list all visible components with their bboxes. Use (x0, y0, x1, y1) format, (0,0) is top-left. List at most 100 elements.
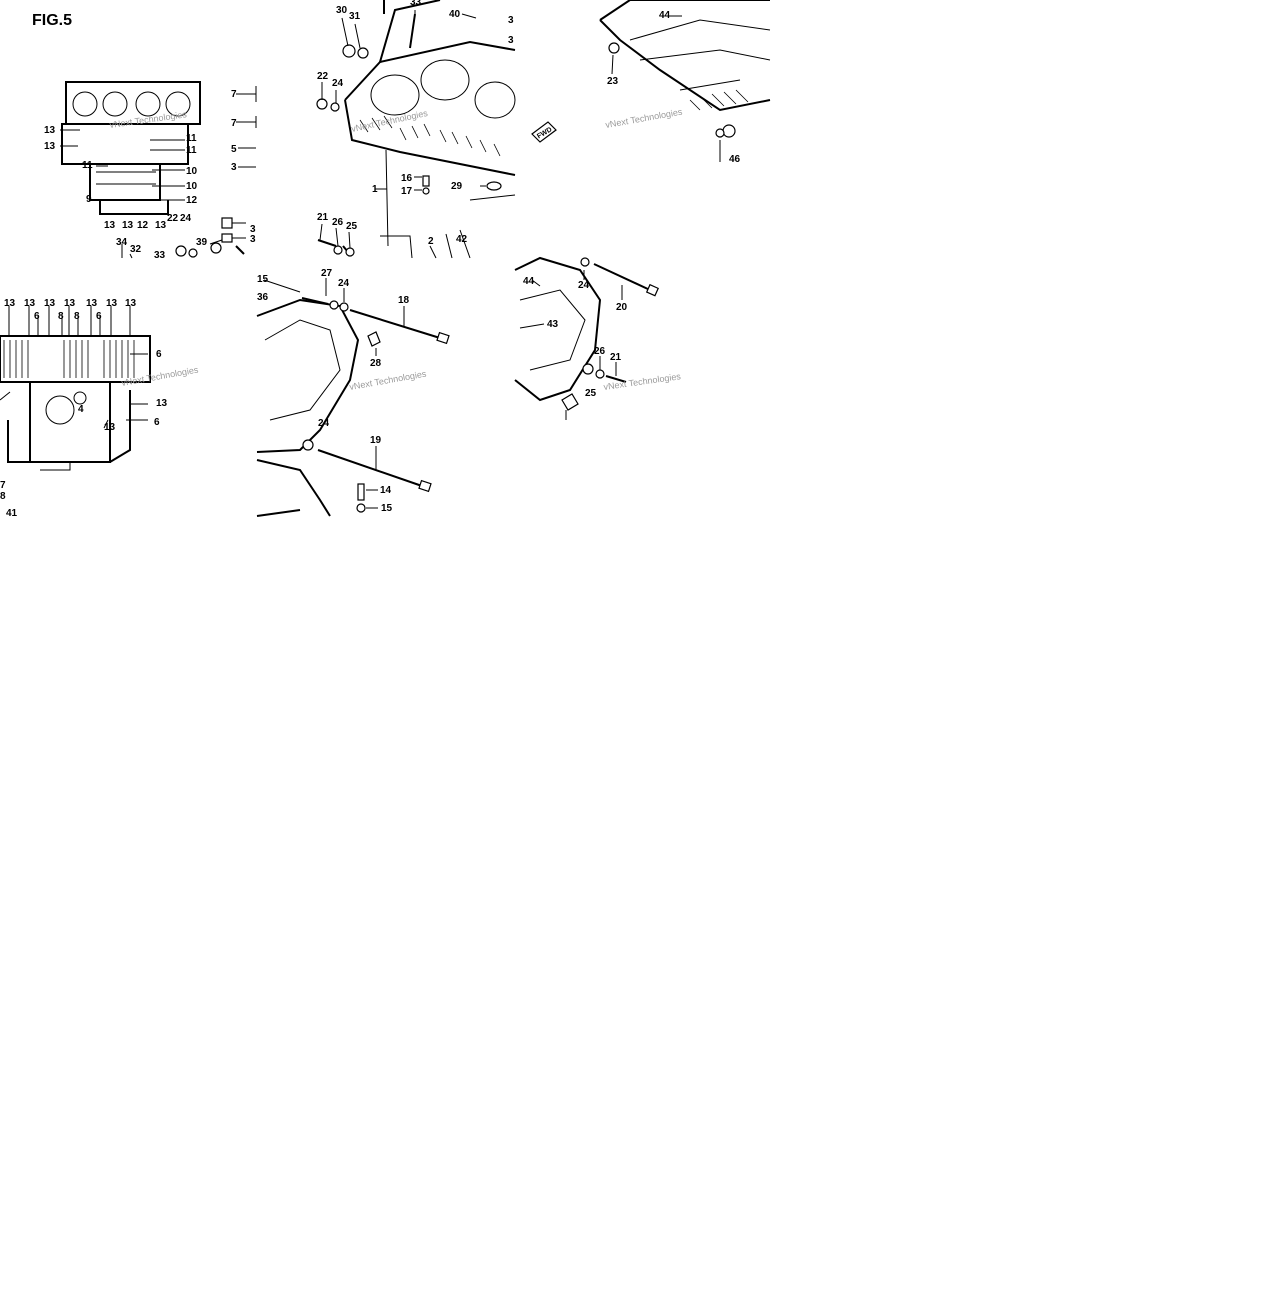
callout-label: 40 (449, 9, 461, 20)
callout-label: 15 (257, 274, 269, 285)
callout-label: 43 (547, 319, 559, 330)
callout-label: 13 (106, 298, 118, 309)
callout-label: 15 (381, 503, 393, 514)
callout-label: 17 (401, 186, 413, 197)
front-direction-arrow-icon (531, 121, 557, 143)
callout-label: 18 (398, 295, 410, 306)
callout-label: 42 (456, 234, 468, 245)
crankcase-upper (61, 123, 189, 165)
callout-label: 13 (44, 141, 56, 152)
callout-label: 21 (317, 212, 329, 223)
callout-label: 41 (6, 508, 18, 519)
callout-label: 8 (74, 311, 80, 322)
watermark-text: vNext Technologies (349, 369, 428, 392)
callout-label: 4 (78, 404, 84, 415)
callout-label: 13 (155, 220, 167, 231)
callout-label: 11 (82, 160, 93, 171)
callout-label: 33 (410, 0, 422, 8)
callout-label: 22 (317, 71, 329, 82)
callout-label: 12 (186, 195, 198, 206)
callout-label: 11 (186, 133, 197, 144)
crankcase-right-outline (514, 256, 602, 402)
crankcase-bolt-19 (317, 449, 423, 487)
callout-label: 26 (594, 346, 606, 357)
callout-label: 10 (186, 166, 198, 177)
callout-label: 34 (116, 237, 128, 248)
panel-top-right-callouts: 44 23 46 (607, 10, 741, 165)
panel-top-left-engine-front-view (60, 81, 257, 259)
callout-label: 1 (372, 184, 378, 195)
callout-label: 13 (64, 298, 76, 309)
callout-label: 24 (338, 278, 350, 289)
crankcase-lower-outline (599, 0, 771, 112)
callout-label: 22 (167, 213, 179, 224)
callout-label: 10 (186, 181, 198, 192)
panel-bottom-left-engine-side-view (0, 306, 151, 471)
crankcase-top-edge (344, 40, 516, 101)
crankcase-side-cover (29, 381, 111, 463)
callout-label: 7 (0, 480, 6, 491)
callout-label: 44 (659, 10, 671, 21)
oil-pan (89, 164, 161, 201)
crankcase-bolt-20 (593, 263, 651, 291)
callout-label: 29 (451, 181, 463, 192)
watermark-text: vNext Technologies (109, 109, 188, 130)
panel-top-right-crankcase-lower (531, 0, 771, 162)
callout-label: 25 (585, 388, 597, 399)
callout-label: 39 (196, 237, 208, 248)
callout-label: 13 (122, 220, 134, 231)
callout-label: 46 (729, 154, 741, 165)
callout-label: 3 (508, 35, 514, 46)
callout-label: 11 (186, 145, 197, 156)
callout-label: 6 (156, 349, 162, 360)
callout-label: 13 (4, 298, 16, 309)
callout-label: 8 (0, 491, 6, 502)
watermark-text: vNext Technologies (350, 108, 429, 134)
callout-label: 25 (346, 221, 358, 232)
callout-label: 5 (231, 144, 237, 155)
crankcase-bolt-18 (349, 309, 441, 339)
watermark-text: vNext Technologies (605, 107, 684, 130)
callout-label: 31 (349, 11, 361, 22)
callout-label: 12 (137, 220, 149, 231)
callout-label: 9 (86, 194, 92, 205)
callout-label: 13 (156, 398, 168, 409)
callout-label: 6 (34, 311, 40, 322)
callout-label: 7 (231, 118, 237, 129)
callout-label: 3 (231, 162, 237, 173)
callout-label: 13 (104, 422, 116, 433)
callout-label: 23 (607, 76, 619, 87)
callout-label: 28 (370, 358, 382, 369)
callout-label: 13 (24, 298, 36, 309)
callout-label: 32 (130, 244, 142, 255)
callout-label: 8 (58, 311, 64, 322)
callout-label: 21 (610, 352, 622, 363)
watermark-text: vNext Technologies (121, 365, 200, 388)
callout-label: 30 (336, 5, 348, 16)
callout-label: 24 (180, 213, 192, 224)
panel-top-center-crankcase-iso (316, 0, 516, 259)
callout-label: 13 (86, 298, 98, 309)
callout-label: 19 (370, 435, 382, 446)
callout-label: 2 (428, 236, 434, 247)
panel-bottom-center-crankcase-bolts (256, 278, 450, 517)
figure-title: FIG.5 (32, 12, 72, 29)
callout-label: 33 (154, 250, 166, 261)
callout-label: 36 (257, 292, 269, 303)
callout-label: 6 (154, 417, 160, 428)
watermark-text: vNext Technologies (603, 371, 682, 392)
callout-label: 24 (578, 280, 590, 291)
callout-label: 24 (318, 418, 330, 429)
callout-label: 13 (104, 220, 116, 231)
callout-label: 13 (44, 298, 56, 309)
callout-label: 26 (332, 217, 344, 228)
callout-label: 16 (401, 173, 413, 184)
callout-label: 24 (332, 78, 344, 89)
callout-label: 20 (616, 302, 628, 313)
